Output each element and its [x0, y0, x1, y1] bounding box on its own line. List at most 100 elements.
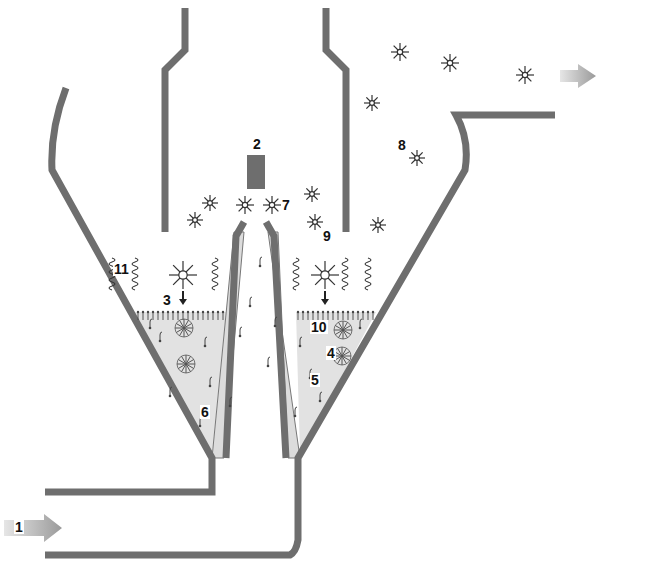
bubble-aggregate	[397, 49, 402, 54]
surfactant-tick	[173, 312, 174, 320]
particle	[169, 395, 172, 398]
descent-arrow	[179, 299, 187, 305]
micelle	[338, 348, 343, 356]
surfactant-tick	[298, 312, 299, 320]
surfactant-tick	[358, 312, 359, 320]
surfactant-tick	[143, 312, 144, 320]
surfactant-tick	[153, 312, 154, 320]
callout-number: 3	[162, 293, 172, 307]
particle	[319, 400, 322, 403]
outlet-arrow	[560, 64, 596, 88]
bubble-aggregate	[208, 201, 213, 206]
surfactant-tick	[137, 311, 139, 313]
bubble-aggregate	[310, 192, 315, 197]
bubble-aggregate	[415, 156, 420, 161]
wave-line	[293, 258, 299, 290]
surfactant-tick	[148, 312, 149, 320]
surfactant-tick	[372, 311, 374, 313]
particle	[170, 387, 172, 395]
surfactant-tick	[348, 312, 349, 320]
surfactant-tick	[368, 312, 369, 320]
particle	[359, 327, 362, 330]
callout-number: 2	[252, 137, 262, 151]
feed-arrow	[4, 514, 62, 542]
surfactant-tick	[217, 311, 219, 313]
outer-wall	[45, 115, 555, 555]
surfactant-tick	[332, 311, 334, 313]
particle	[268, 357, 270, 365]
callout-number: 7	[281, 198, 291, 212]
micelle	[176, 328, 184, 333]
particle	[249, 305, 252, 308]
callout-number: 11	[113, 262, 130, 276]
surfactant-tick	[192, 311, 194, 313]
surfactant-tick	[207, 311, 209, 313]
micelle	[342, 352, 350, 357]
particle	[294, 415, 297, 418]
nozzle-wall	[266, 222, 286, 458]
micelle	[186, 360, 194, 365]
particle	[274, 325, 277, 328]
particle	[267, 365, 270, 368]
particle	[240, 327, 242, 335]
bubble-aggregate	[193, 218, 198, 223]
pulp-zone	[135, 312, 226, 455]
surfactant-tick	[198, 312, 199, 320]
particle	[239, 335, 242, 338]
surfactant-tick	[308, 312, 309, 320]
pulp-zone	[296, 312, 376, 455]
micelle	[334, 321, 352, 339]
micelle	[182, 356, 187, 364]
surfactant-tick	[218, 312, 219, 320]
surfactant-tick	[322, 311, 324, 313]
inner-cylinder	[326, 8, 346, 232]
surfactant-tick	[353, 312, 354, 320]
particle	[149, 327, 152, 330]
surfactant-tick	[337, 311, 339, 313]
callout-number: 5	[310, 373, 320, 387]
surfactant-tick	[142, 311, 144, 313]
surfactant-tick	[152, 311, 154, 313]
callout-number: 8	[397, 138, 407, 152]
surfactant-tick	[338, 312, 339, 320]
micelle	[178, 364, 186, 369]
surfactant-tick	[177, 311, 179, 313]
bubble-aggregate	[269, 202, 274, 207]
callout-number: 4	[326, 346, 336, 360]
surfactant-tick	[307, 311, 309, 313]
surfactant-tick	[317, 311, 319, 313]
inner-cylinder	[165, 8, 185, 232]
wave-line	[342, 258, 348, 290]
bubble-aggregate	[447, 60, 452, 65]
micelle	[184, 328, 189, 336]
surfactant-tick	[168, 312, 169, 320]
micelle	[177, 355, 195, 373]
surfactant-tick	[163, 312, 164, 320]
surfactant-tick	[138, 312, 139, 320]
nozzle	[247, 155, 265, 189]
descent-arrow	[324, 291, 326, 300]
micelle	[339, 322, 344, 330]
callout-number: 10	[310, 320, 328, 334]
particle	[229, 405, 232, 408]
particle	[160, 332, 162, 340]
surfactant-tick	[208, 312, 209, 320]
surfactant-tick	[213, 312, 214, 320]
surfactant-tick	[343, 312, 344, 320]
wave-line	[132, 258, 138, 290]
surfactant-tick	[182, 311, 184, 313]
surfactant-tick	[352, 311, 354, 313]
surfactant-tick	[333, 312, 334, 320]
bubble-aggregate	[370, 101, 375, 106]
bubble-aggregate	[313, 220, 318, 225]
micelle	[343, 330, 348, 338]
micelle	[184, 324, 192, 329]
surfactant-tick	[362, 311, 364, 313]
surfactant-tick	[303, 312, 304, 320]
surfactant-tick	[147, 311, 149, 313]
micelle	[186, 364, 191, 372]
micelle	[335, 330, 343, 335]
bubble-aggregate	[522, 72, 527, 77]
micelle	[343, 326, 351, 331]
